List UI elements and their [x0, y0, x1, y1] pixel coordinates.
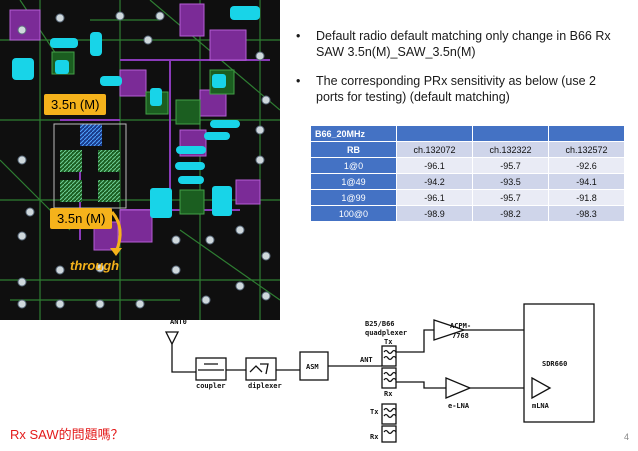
table-row: 100@0 -98.9 -98.2 -98.3 [310, 205, 625, 222]
bullet-default-matching: • Default radio default matching only ch… [296, 28, 614, 60]
pcb-artwork [0, 0, 280, 320]
quadplexer-label-line1: B25/B66 [365, 320, 395, 328]
table-title-blank [472, 125, 549, 142]
value-cell: -91.8 [548, 189, 625, 206]
label-3-5n-top: 3.5n (M) [44, 94, 107, 115]
question-note: Rx SAW的問題嗎？ [10, 427, 124, 442]
elna-label: e-LNA [448, 402, 470, 410]
value-cell: -96.1 [396, 157, 473, 174]
bullet-dot-icon: • [296, 29, 301, 43]
second-tx-filter [381, 403, 397, 425]
bullet-prx-sensitivity: • The corresponding PRx sensitivity as b… [296, 73, 614, 105]
quadplexer-rx-filter [381, 367, 397, 389]
sdr660-block [523, 303, 595, 423]
rx1-label: Rx [384, 390, 393, 398]
sensitivity-table: B66_20MHz RB ch.132072 ch.132322 ch.1325… [310, 125, 625, 222]
table-row: 1@0 -96.1 -95.7 -92.6 [310, 157, 625, 174]
coupler-label: coupler [196, 382, 226, 390]
ant0-label: ANT0 [170, 318, 187, 326]
bullet-dot-icon: • [296, 74, 301, 88]
column-header: ch.132572 [548, 141, 625, 158]
table-title-row: B66_20MHz [310, 125, 625, 142]
sdr660-label: SDR660 [542, 360, 567, 368]
pcb-layout-image: 3.5n (M) 3.5n (M) through [0, 0, 280, 320]
rb-cell: 1@99 [310, 189, 397, 206]
table-row: 1@49 -94.2 -93.5 -94.1 [310, 173, 625, 190]
acpm-label-line2: 7768 [452, 332, 469, 340]
table-header-row: RB ch.132072 ch.132322 ch.132572 [310, 141, 625, 158]
bullet-text: Default radio default matching only chan… [316, 29, 611, 59]
value-cell: -98.2 [472, 205, 549, 222]
value-cell: -95.7 [472, 157, 549, 174]
column-header: ch.132322 [472, 141, 549, 158]
value-cell: -92.6 [548, 157, 625, 174]
table-title-blank [396, 125, 473, 142]
quadplexer-tx-filter [381, 345, 397, 367]
value-cell: -96.1 [396, 189, 473, 206]
mlna-label: mLNA [532, 402, 550, 410]
value-cell: -95.7 [472, 189, 549, 206]
table-row: 1@99 -96.1 -95.7 -91.8 [310, 189, 625, 206]
rf-block-diagram: ANT0 coupler diplexer ASM B25/B66 quadpl… [164, 303, 595, 443]
asm-label: ASM [306, 363, 319, 371]
tx1-label: Tx [384, 338, 393, 346]
ant-port-label: ANT [360, 356, 373, 364]
elna-amplifier-icon [445, 377, 472, 399]
rx2-label: Rx [370, 433, 379, 441]
rb-cell: 1@0 [310, 157, 397, 174]
value-cell: -94.1 [548, 173, 625, 190]
page-number: 4 [624, 432, 630, 442]
value-cell: -98.9 [396, 205, 473, 222]
value-cell: -93.5 [472, 173, 549, 190]
label-3-5n-bottom: 3.5n (M) [50, 208, 113, 229]
value-cell: -98.3 [548, 205, 625, 222]
bullet-text: The corresponding PRx sensitivity as bel… [316, 74, 596, 104]
label-through: through [70, 258, 120, 273]
column-header: ch.132072 [396, 141, 473, 158]
diplexer-box [245, 357, 277, 381]
mlna-amplifier-icon [531, 376, 552, 400]
value-cell: -94.2 [396, 173, 473, 190]
acpm-label-line1: ACPM- [450, 322, 471, 330]
acpm-amplifier-icon [433, 319, 467, 341]
rb-cell: 1@49 [310, 173, 397, 190]
tx2-label: Tx [370, 408, 379, 416]
antenna-icon [164, 331, 180, 346]
table-title-blank [548, 125, 625, 142]
quadplexer-label-line2: quadplexer [365, 329, 407, 337]
second-rx-filter [381, 425, 397, 443]
table-title: B66_20MHz [310, 125, 397, 142]
diplexer-label: diplexer [248, 382, 282, 390]
rb-cell: 100@0 [310, 205, 397, 222]
column-header: RB [310, 141, 397, 158]
coupler-box [195, 357, 227, 381]
